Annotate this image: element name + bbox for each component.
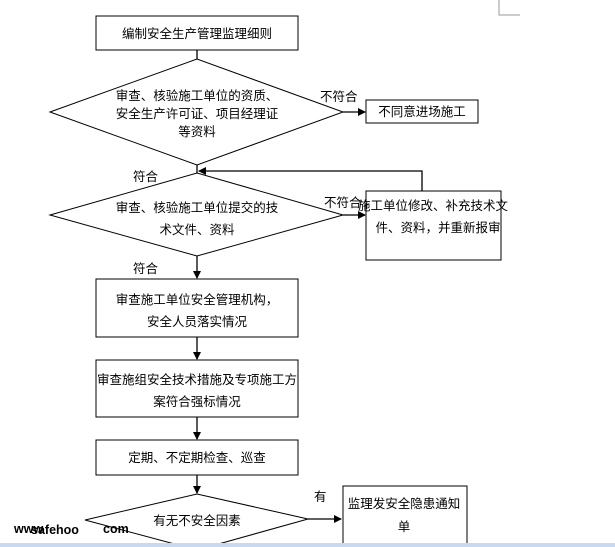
edge-label-yes: 有: [314, 489, 327, 504]
box-text-line: 案符合强标情况: [153, 394, 241, 409]
bottom-bar: [0, 543, 615, 547]
box-text-line: 单: [398, 519, 411, 534]
watermark-suffix: com: [103, 522, 129, 536]
box-revise-resubmit: [365, 190, 502, 261]
watermark-name: safehoo: [31, 523, 79, 537]
box-check-safety-measures: [95, 359, 299, 418]
arrow-loop-back: [198, 167, 423, 191]
decision-text-line: 审查、核验施工单位的资质、: [116, 88, 279, 103]
box-text-line: 审查施组安全技术措施及专项施工方: [97, 372, 297, 387]
decision-text-line: 术文件、资料: [159, 222, 235, 237]
decision-text-line: 等资料: [178, 124, 216, 139]
page-corner-mark: [498, 0, 520, 16]
box-text-line: 审查施工单位安全管理机构，: [116, 292, 279, 307]
box-check-safety-org: [95, 278, 299, 338]
box-deny-entry-text: 不同意进场施工: [378, 104, 466, 119]
edge-label-pass: 符合: [133, 169, 159, 184]
box-inspection-text: 定期、不定期检查、巡查: [128, 450, 266, 465]
box-text-line: 监理发安全隐患通知: [348, 496, 461, 511]
edge-label-pass: 符合: [133, 261, 159, 276]
edge-label-fail: 不符合: [320, 89, 358, 104]
decision-unsafe-text: 有无不安全因素: [153, 513, 241, 528]
edge-label-fail: 不符合: [324, 195, 362, 210]
decision-text-line: 审查、核验施工单位提交的技: [116, 200, 279, 215]
box-revise-text-line: 施工单位修改、补充技术文: [358, 198, 509, 213]
box-compile-rules-text: 编制安全生产管理监理细则: [122, 26, 272, 41]
safehoo-watermark-logo: www safehoo com: [13, 522, 129, 537]
box-hazard-notice: [342, 485, 468, 547]
box-compile-rules: [95, 15, 299, 51]
watermark-prefix: www: [13, 522, 43, 536]
box-deny-entry: [365, 99, 479, 124]
box-text-line: 安全人员落实情况: [147, 314, 248, 329]
decision-text-line: 安全生产许可证、项目经理证: [116, 106, 279, 121]
box-revise-text-line: 件、资料，并重新报审: [375, 220, 500, 235]
